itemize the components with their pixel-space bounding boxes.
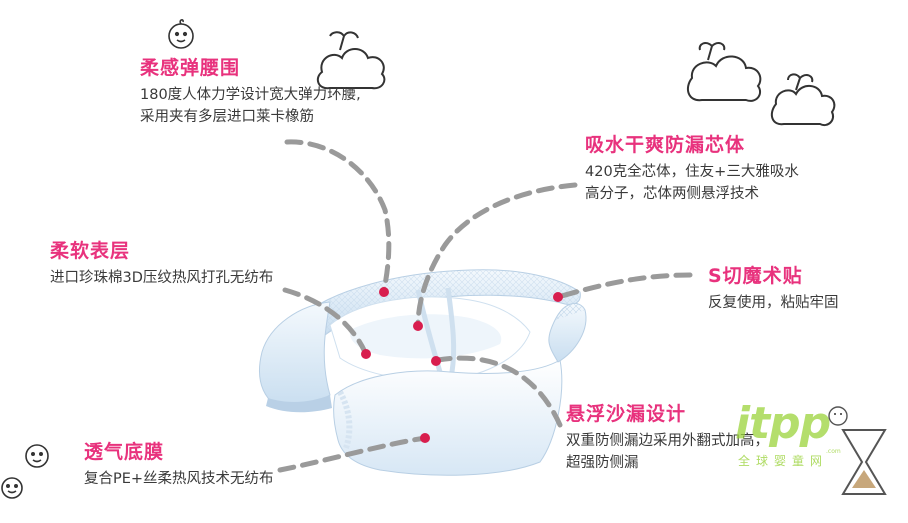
- feature-desc-line: 进口珍珠棉3D压纹热风打孔无纺布: [50, 270, 274, 286]
- feature-waist: 柔感弹腰围 180度人体力学设计宽大弹力环腰, 采用夹有多层进口莱卡橡筋: [140, 56, 361, 128]
- dot-waist: [379, 287, 389, 297]
- feature-title: 柔感弹腰围: [140, 57, 241, 79]
- leader-core: [415, 182, 578, 328]
- feature-title: 悬浮沙漏设计: [566, 403, 687, 425]
- feature-desc-line: 超强防侧漏: [566, 455, 639, 471]
- baby-face-icon: [168, 19, 194, 49]
- leader-surface: [282, 287, 368, 355]
- feature-title: 透气底膜: [84, 441, 165, 463]
- dot-backsheet: [420, 433, 430, 443]
- feature-surface: 柔软表层 进口珍珠棉3D压纹热风打孔无纺布: [50, 239, 273, 289]
- dot-surface: [361, 349, 371, 359]
- leader-waist: [284, 139, 392, 293]
- watermark-text: 全球婴童网: [738, 454, 829, 468]
- feature-core: 吸水干爽防漏芯体 420克全芯体，住友+三大雅吸水 高分子，芯体两侧悬浮技术: [585, 133, 799, 205]
- cloud-icon: [686, 42, 762, 102]
- feature-desc-line: 高分子，芯体两侧悬浮技术: [585, 186, 759, 202]
- cloud-icon: [316, 31, 386, 90]
- feature-tape: S切魔术贴 反复使用，粘贴牢固: [708, 264, 839, 314]
- feature-desc-line: 采用夹有多层进口莱卡橡筋: [140, 109, 314, 125]
- leader-lines: [277, 139, 693, 473]
- feature-desc-line: 180度人体力学设计宽大弹力环腰,: [140, 87, 361, 103]
- leader-backsheet: [277, 435, 428, 473]
- dot-leak: [431, 356, 441, 366]
- baby-face-icon: [25, 444, 49, 468]
- hourglass-icon: [828, 406, 887, 495]
- baby-face-icon: [1, 477, 23, 499]
- feature-desc-line: 复合PE+丝柔热风技术无纺布: [84, 471, 274, 487]
- watermark-logo: itpp: [735, 398, 831, 449]
- watermark-domain: .com: [826, 448, 841, 455]
- feature-desc-line: 反复使用，粘贴牢固: [708, 295, 839, 311]
- feature-title: S切魔术贴: [708, 265, 803, 287]
- feature-desc-line: 双重防侧漏边采用外翻式加高，: [566, 433, 769, 449]
- feature-title: 吸水干爽防漏芯体: [585, 134, 746, 156]
- feature-backsheet: 透气底膜 复合PE+丝柔热风技术无纺布: [84, 440, 274, 490]
- feature-desc-line: 420克全芯体，住友+三大雅吸水: [585, 164, 799, 180]
- dot-tape: [553, 292, 563, 302]
- cloud-icon: [770, 73, 836, 126]
- leader-leak: [435, 355, 563, 428]
- leader-tape: [555, 272, 693, 300]
- dot-core: [413, 321, 423, 331]
- callout-dots: [361, 287, 563, 443]
- feature-title: 柔软表层: [50, 240, 131, 262]
- feature-leak: 悬浮沙漏设计 双重防侧漏边采用外翻式加高， 超强防侧漏: [566, 402, 769, 474]
